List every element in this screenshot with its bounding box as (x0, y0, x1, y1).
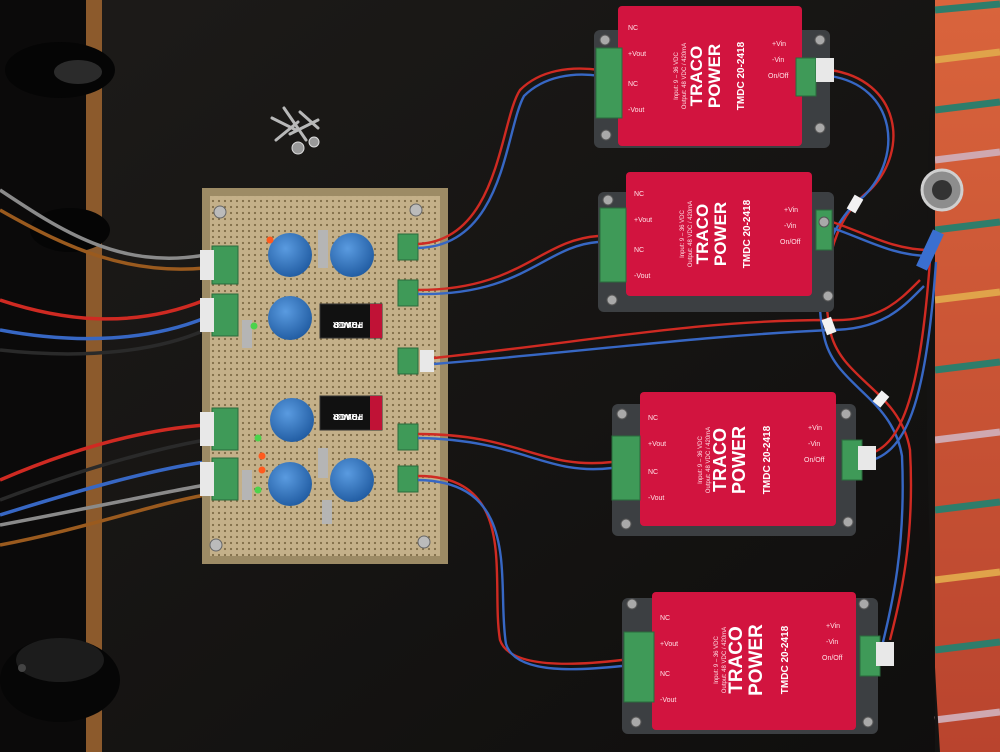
module-pin-label: -Vin (772, 57, 784, 64)
module-pin-label: -Vout (660, 697, 676, 704)
traco-module: TRACO POWER TMDC 20-2418 Input: 9 – 36 V… (622, 592, 894, 734)
board-components (200, 230, 434, 524)
module-brand-line1: TRACO (687, 46, 706, 106)
module-output-spec: Output: 48 VDC / 420mA (688, 201, 694, 267)
module-model: TMDC 20-2418 (736, 41, 747, 110)
module-pin-label: NC (628, 25, 638, 32)
module-pin-label: -Vin (826, 639, 838, 646)
module-pin-label: NC (648, 469, 658, 476)
module-input-spec: Input: 9 – 36 VDC (680, 209, 686, 257)
module-pin-label: -Vout (634, 273, 650, 280)
module-pin-label: +Vout (660, 641, 678, 648)
module-pin-label: -Vout (648, 495, 664, 502)
module-input-spec: Input: 9 – 36 VDC (698, 435, 704, 483)
module-brand-line2: POWER (746, 624, 767, 696)
screw-pile (270, 106, 320, 155)
module-pin-label: +Vout (628, 51, 646, 58)
module-pin-label: On/Off (780, 239, 801, 246)
module-output-spec: Output: 48 VDC / 420mA (722, 627, 728, 693)
module-input-spec: Input: 9 – 36 VDC (674, 51, 680, 99)
module-pin-label: +Vout (634, 217, 652, 224)
module-pin-label: -Vin (784, 223, 796, 230)
module-pin-label: NC (660, 671, 670, 678)
module-pin-label: NC (628, 81, 638, 88)
round-connector (916, 168, 964, 271)
module-model: TMDC 20-2418 (742, 199, 753, 268)
module-screws (599, 34, 874, 728)
module-pin-label: +Vin (826, 623, 840, 630)
module-model: TMDC 20-2418 (780, 625, 791, 694)
module-output-spec: Output: 48 VDC / 420mA (682, 43, 688, 109)
small-converter: TRACO POWER (319, 303, 383, 339)
module-pin-label: On/Off (768, 73, 789, 80)
module-pin-label: NC (648, 415, 658, 422)
module-pin-label: +Vin (772, 41, 786, 48)
module-pin-label: -Vin (808, 441, 820, 448)
traco-module: TRACO POWER TMDC 20-2418 Input: 9 – 36 V… (598, 172, 834, 312)
module-input-spec: Input: 9 – 36 VDC (714, 635, 720, 683)
module-pin-label: +Vin (808, 425, 822, 432)
module-brand-line2: POWER (729, 426, 749, 494)
traco-module: TRACO POWER TMDC 20-2418 Input: 9 – 36 V… (594, 6, 834, 148)
module-pin-label: -Vout (628, 107, 644, 114)
module-pin-label: On/Off (804, 457, 825, 464)
small-converter-brand-line2: POWER (333, 412, 363, 421)
module-pin-label: On/Off (822, 655, 843, 662)
module-pin-label: NC (634, 247, 644, 254)
module-pin-label: +Vout (648, 441, 666, 448)
module-pin-label: NC (660, 615, 670, 622)
small-converter-brand-line1: TRACO (334, 320, 362, 329)
striped-fabric (926, 0, 1000, 752)
small-converter-brand-line1: TRACO (334, 412, 362, 421)
module-pin-label: NC (634, 191, 644, 198)
output-wires (417, 67, 938, 671)
small-converter: TRACO POWER (319, 395, 383, 431)
input-cables (0, 188, 206, 547)
wooden-edge (86, 0, 102, 752)
module-brand-line1: TRACO (693, 204, 712, 264)
module-pin-label: +Vin (784, 207, 798, 214)
module-model: TMDC 20-2418 (762, 425, 773, 494)
module-brand-line2: POWER (705, 44, 724, 108)
module-brand-line2: POWER (711, 202, 730, 266)
module-brand-line1: TRACO (726, 626, 747, 694)
module-output-spec: Output: 48 VDC / 420mA (706, 427, 712, 493)
module-brand-line1: TRACO (710, 428, 730, 492)
traco-module: TRACO POWER TMDC 20-2418 Input: 9 – 36 V… (611, 392, 876, 536)
small-converter-brand-line2: POWER (333, 320, 363, 329)
cable-ties (821, 194, 890, 408)
